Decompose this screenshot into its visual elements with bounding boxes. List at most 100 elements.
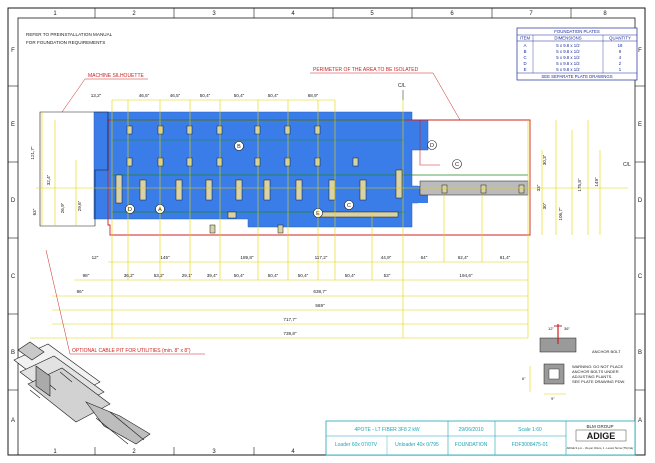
dimension-label: 717,7" bbox=[283, 317, 296, 322]
dimension-label: 175,8" bbox=[577, 178, 582, 191]
plate-marker: D bbox=[128, 207, 132, 213]
dimension-label: 50,4" bbox=[234, 273, 245, 278]
dimension-label: 30,3" bbox=[542, 154, 547, 165]
dimension-label: 53,2" bbox=[154, 273, 165, 278]
anchor-dimension: 12" bbox=[548, 326, 554, 331]
plate-table-cell: A bbox=[524, 43, 527, 48]
dimension-label: 64" bbox=[421, 255, 428, 260]
dimension-label: 13,2" bbox=[91, 93, 102, 98]
row-label: D bbox=[638, 198, 643, 204]
row-label: F bbox=[11, 48, 15, 54]
dimension-label: 62,4" bbox=[458, 255, 469, 260]
isolated-area bbox=[93, 111, 429, 228]
dimension-label: 121,7" bbox=[30, 146, 35, 159]
plate bbox=[216, 157, 223, 167]
column-label: 3 bbox=[212, 11, 216, 17]
plate bbox=[186, 157, 193, 167]
plate-table-cell: 2 bbox=[619, 61, 622, 66]
plate bbox=[284, 125, 291, 135]
plate-table-cell: 5 x 9.8 x 1/2 bbox=[556, 55, 580, 60]
machine-silhouette-label: MACHINE SILHOUETTE bbox=[88, 73, 145, 79]
column-label: 7 bbox=[529, 11, 533, 17]
column-label: 3 bbox=[212, 449, 216, 455]
plate-table-header: DIMENSIONS bbox=[554, 36, 581, 41]
column-label: 4 bbox=[291, 449, 295, 455]
unloader-model: Unloader 40x 0/795 bbox=[395, 442, 439, 448]
column-label: 2 bbox=[132, 11, 136, 17]
dimension-label: 638,7" bbox=[313, 289, 326, 294]
loader-model: Loader 60x 07/07V bbox=[335, 442, 378, 448]
anchor-dimension: 36" bbox=[564, 326, 570, 331]
center-line-label: C/L bbox=[398, 83, 406, 89]
column-label: 1 bbox=[53, 449, 57, 455]
plate-table-cell: 5 x 9.8 x 1/2 bbox=[556, 43, 580, 48]
plate bbox=[254, 125, 261, 135]
drawing-scale: Scale 1:60 bbox=[518, 427, 542, 433]
dimension-label: 145" bbox=[160, 255, 170, 260]
plate bbox=[216, 125, 223, 135]
plate bbox=[352, 157, 359, 167]
dimension-label: 50,4" bbox=[298, 273, 309, 278]
perimeter-label: PERIMETER OF THE AREA TO BE ISOLATED bbox=[313, 67, 419, 73]
dimension-label: 32,4" bbox=[46, 174, 51, 185]
plate bbox=[139, 179, 147, 201]
machine-outline bbox=[39, 111, 109, 227]
row-label: E bbox=[11, 122, 15, 128]
plate-table-cell: 9 bbox=[619, 49, 622, 54]
column-label: 1 bbox=[53, 11, 57, 17]
drawing-type: FOUNDATION bbox=[455, 442, 488, 448]
plate bbox=[441, 184, 448, 194]
anchor-title: ANCHOR BOLT bbox=[592, 349, 621, 354]
perimeter-step bbox=[419, 120, 440, 166]
plate bbox=[186, 125, 193, 135]
anchor-note: ANCHOR BOLTS UNDER bbox=[572, 369, 619, 374]
plate-table-cell: 4 bbox=[619, 55, 622, 60]
plate bbox=[235, 179, 243, 201]
plate-table-cell: 18 bbox=[618, 43, 623, 48]
note-line: FOR FOUNDATION REQUIREMENTS bbox=[26, 40, 105, 45]
dimension-label: 50,4" bbox=[200, 93, 211, 98]
plate bbox=[157, 157, 164, 167]
title-block: 4POTE - LT FIBER 3F8 2 kW 29/06/2010 Sca… bbox=[325, 420, 636, 456]
plate-marker: D bbox=[430, 143, 434, 149]
cable-pit-label: OPTIONAL CABLE PIT FOR UTILITIES (min. 8… bbox=[72, 348, 191, 354]
dimension-label: 53" bbox=[384, 273, 391, 278]
dimension-label: 106,7" bbox=[558, 207, 563, 220]
dimension-label: 86" bbox=[77, 289, 84, 294]
sheet-inner-border bbox=[17, 17, 636, 456]
plate-table-cell: B bbox=[524, 49, 527, 54]
plate-table-cell: C bbox=[523, 55, 526, 60]
plate-table-cell: E bbox=[524, 67, 527, 72]
dimension-label: 44,9" bbox=[381, 255, 392, 260]
dimension-label: 46,5" bbox=[139, 93, 150, 98]
note-line: REFER TO PREINSTALLATION MANUAL bbox=[26, 32, 113, 37]
plate-table: FOUNDATION PLATES ITEM DIMENSIONS QUANTI… bbox=[516, 27, 638, 81]
plate-marker: B bbox=[237, 144, 241, 150]
perimeter-outline bbox=[107, 119, 531, 236]
plate bbox=[227, 211, 237, 219]
center-line-label: C/L bbox=[623, 162, 631, 168]
plate-table-title: FOUNDATION PLATES bbox=[554, 29, 600, 34]
anchor-note: SEE PLATE DRAWING PDW. bbox=[572, 379, 625, 384]
plate bbox=[126, 157, 133, 167]
row-label: B bbox=[638, 350, 642, 356]
row-label: C bbox=[11, 274, 16, 280]
plate bbox=[126, 125, 133, 135]
plate bbox=[518, 184, 525, 194]
column-label: 2 bbox=[132, 449, 136, 455]
plate-table-footer: SEE SEPARATE PLATE DRAWINGS bbox=[541, 74, 612, 79]
column-label: 8 bbox=[603, 11, 607, 17]
plate bbox=[359, 179, 367, 201]
plate-marker: C bbox=[455, 162, 459, 168]
plate bbox=[295, 179, 303, 201]
column-label: 5 bbox=[370, 11, 374, 17]
anchor-dimension: 6" bbox=[522, 376, 526, 381]
row-label: B bbox=[11, 350, 15, 356]
dimension-label: 33" bbox=[536, 184, 541, 191]
row-label: F bbox=[638, 48, 642, 54]
company-address: ADIGE S.p.A. - Via per Chiuro, 1 - Levic… bbox=[567, 446, 634, 450]
dimension-label: 194,6" bbox=[459, 273, 472, 278]
dimension-label: 30" bbox=[542, 202, 547, 209]
dimension-label: 569" bbox=[315, 303, 325, 308]
